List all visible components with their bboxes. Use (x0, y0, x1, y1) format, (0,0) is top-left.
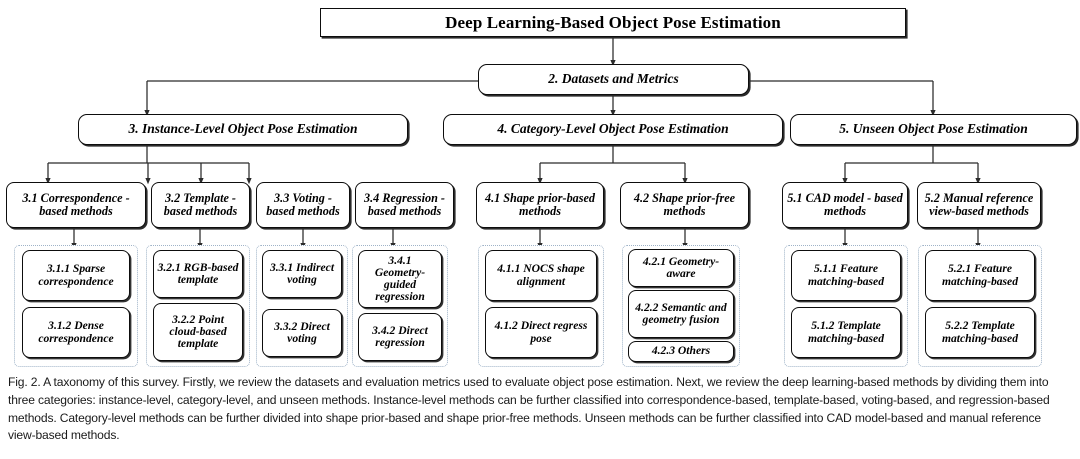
node-leaf-4-2-3-label: 4.2.3 Others (651, 344, 711, 358)
figure-caption: Fig. 2. A taxonomy of this survey. First… (8, 375, 1050, 443)
node-leaf-3-4-1[interactable]: 3.4.1 Geometry-guided regression (358, 250, 442, 308)
node-leaf-4-1-2[interactable]: 4.1.2 Direct regress pose (485, 307, 597, 358)
node-leaf-3-3-2[interactable]: 3.3.2 Direct voting (262, 309, 342, 357)
node-leaf-5-2-1-label: 5.2.1 Feature matching-based (941, 262, 1018, 288)
node-leaf-4-1-2-label: 4.1.2 Direct regress pose (494, 319, 588, 345)
node-root[interactable]: Deep Learning-Based Object Pose Estimati… (320, 8, 906, 37)
node-leaf-4-2-1-label: 4.2.1 Geometry-aware (642, 254, 720, 280)
node-category-3-2[interactable]: 3.2 Template - based methods (151, 182, 250, 228)
node-category-3-2-label: 3.2 Template - based methods (163, 191, 238, 218)
node-category-level-label: 4. Category-Level Object Pose Estimation (497, 121, 729, 137)
node-leaf-4-2-2-label: 4.2.2 Semantic and geometry fusion (635, 300, 727, 326)
node-category-level[interactable]: 4. Category-Level Object Pose Estimation (443, 114, 783, 145)
node-unseen-level-label: 5. Unseen Object Pose Estimation (839, 121, 1028, 137)
node-category-5-2-label: 5.2 Manual reference view-based methods (924, 191, 1034, 218)
node-leaf-5-2-2-label: 5.2.2 Template matching-based (941, 319, 1018, 345)
node-category-5-1-label: 5.1 CAD model - based methods (787, 191, 903, 218)
node-leaf-3-1-1[interactable]: 3.1.1 Sparse correspondence (22, 250, 130, 301)
node-leaf-3-1-2-label: 3.1.2 Dense correspondence (38, 319, 114, 345)
node-leaf-3-2-2[interactable]: 3.2.2 Point cloud-based template (153, 303, 243, 361)
node-root-label: Deep Learning-Based Object Pose Estimati… (445, 12, 781, 32)
node-leaf-4-1-1[interactable]: 4.1.1 NOCS shape alignment (485, 250, 597, 301)
node-leaf-5-1-1-label: 5.1.1 Feature matching-based (807, 262, 884, 288)
node-leaf-5-1-1[interactable]: 5.1.1 Feature matching-based (791, 250, 901, 301)
node-datasets-and-metrics-label: 2. Datasets and Metrics (548, 71, 679, 87)
node-category-5-1[interactable]: 5.1 CAD model - based methods (782, 182, 908, 228)
node-leaf-3-2-1[interactable]: 3.2.1 RGB-based template (153, 250, 243, 298)
node-leaf-3-3-2-label: 3.3.2 Direct voting (274, 319, 330, 345)
node-leaf-3-2-2-label: 3.2.2 Point cloud-based template (169, 312, 227, 351)
node-category-3-1[interactable]: 3.1 Correspondence - based methods (6, 182, 146, 228)
node-category-4-1[interactable]: 4.1 Shape prior-based methods (476, 182, 604, 228)
node-leaf-3-1-2[interactable]: 3.1.2 Dense correspondence (22, 307, 130, 358)
node-category-4-1-label: 4.1 Shape prior-based methods (484, 191, 596, 218)
node-leaf-3-3-1-label: 3.3.1 Indirect voting (269, 260, 335, 286)
node-leaf-5-1-2[interactable]: 5.1.2 Template matching-based (791, 307, 901, 358)
node-instance-level[interactable]: 3. Instance-Level Object Pose Estimation (78, 114, 408, 145)
node-datasets-and-metrics[interactable]: 2. Datasets and Metrics (478, 64, 749, 95)
node-leaf-4-1-1-label: 4.1.1 NOCS shape alignment (497, 262, 585, 288)
node-unseen-level[interactable]: 5. Unseen Object Pose Estimation (790, 114, 1077, 145)
node-category-3-1-label: 3.1 Correspondence - based methods (22, 191, 130, 218)
node-leaf-4-2-2[interactable]: 4.2.2 Semantic and geometry fusion (628, 290, 734, 338)
node-category-3-3-label: 3.3 Voting - based methods (266, 191, 340, 218)
node-leaf-5-1-2-label: 5.1.2 Template matching-based (807, 319, 884, 345)
node-leaf-3-4-1-label: 3.4.1 Geometry-guided regression (374, 253, 426, 304)
node-category-3-4-label: 3.4 Regression - based methods (364, 191, 445, 218)
node-category-5-2[interactable]: 5.2 Manual reference view-based methods (917, 182, 1041, 228)
node-category-3-4[interactable]: 3.4 Regression - based methods (355, 182, 454, 228)
node-leaf-3-4-2-label: 3.4.2 Direct regression (372, 323, 428, 349)
node-category-3-3[interactable]: 3.3 Voting - based methods (256, 182, 350, 228)
node-category-4-2-label: 4.2 Shape prior-free methods (633, 191, 736, 218)
node-leaf-4-2-3[interactable]: 4.2.3 Others (628, 341, 734, 362)
node-leaf-3-2-1-label: 3.2.1 RGB-based template (157, 260, 239, 286)
node-category-4-2[interactable]: 4.2 Shape prior-free methods (620, 182, 749, 228)
node-leaf-3-3-1[interactable]: 3.3.1 Indirect voting (262, 250, 342, 298)
node-leaf-4-2-1[interactable]: 4.2.1 Geometry-aware (628, 249, 734, 287)
node-leaf-5-2-1[interactable]: 5.2.1 Feature matching-based (925, 250, 1035, 301)
node-leaf-3-4-2[interactable]: 3.4.2 Direct regression (358, 313, 442, 361)
node-leaf-3-1-1-label: 3.1.1 Sparse correspondence (38, 262, 114, 288)
node-leaf-5-2-2[interactable]: 5.2.2 Template matching-based (925, 307, 1035, 358)
node-instance-level-label: 3. Instance-Level Object Pose Estimation (128, 121, 358, 137)
